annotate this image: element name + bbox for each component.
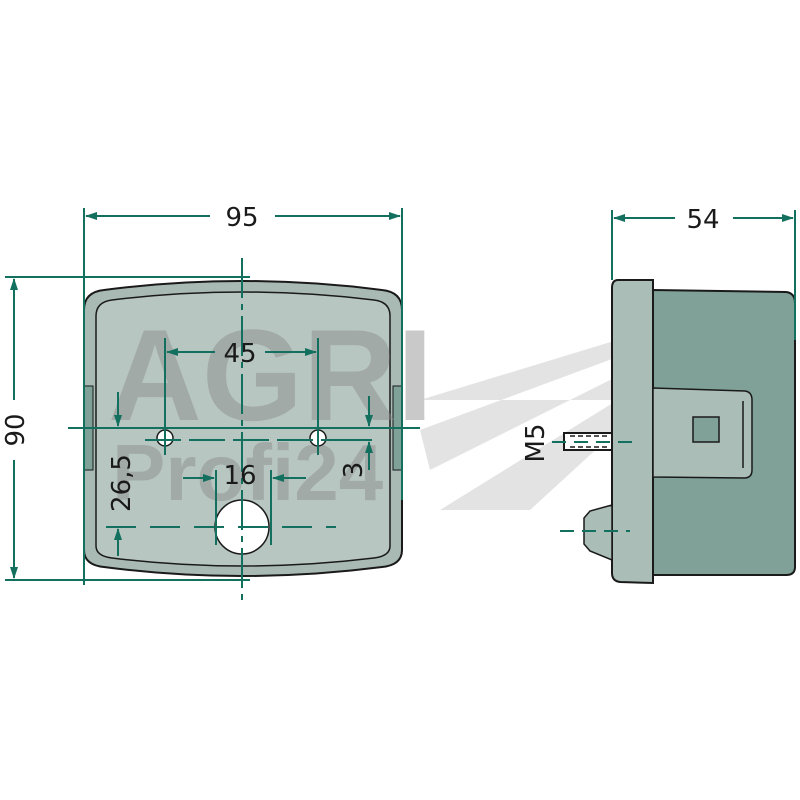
center-hole-label: 16 [223,461,256,491]
side-dimensions: 54 [611,205,796,340]
bracket-square [692,416,720,443]
front-dimensions: 95 90 45 16 26,5 3 [1,203,420,602]
width-dimension-label: 95 [225,203,258,233]
watermark-agri: AGRI [108,302,433,448]
cable-boss [583,504,613,562]
side-view: M5 [521,279,796,585]
side-flange [611,279,654,585]
depth-dimension-label: 54 [686,205,719,235]
offset-label: 3 [339,462,369,479]
front-view: AGRI Profi24 [83,280,650,577]
hole-height-label: 26,5 [107,454,137,512]
thread-label: M5 [521,424,551,463]
hole-spacing-label: 45 [223,339,256,369]
height-dimension-label: 90 [1,413,31,446]
